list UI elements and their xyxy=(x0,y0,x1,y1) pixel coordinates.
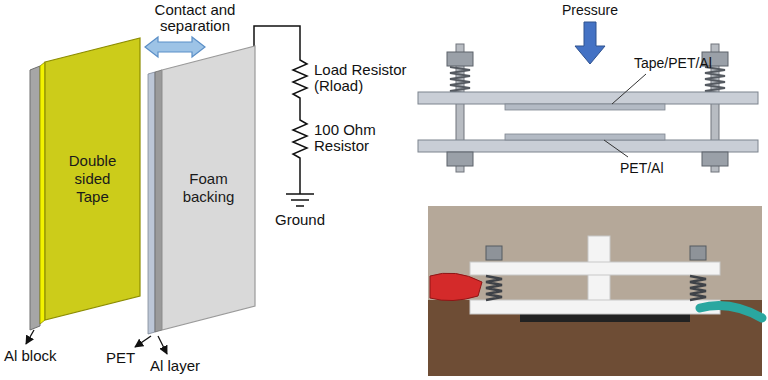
photo-top-plate xyxy=(470,262,720,275)
photo-bottom-plate xyxy=(470,300,720,314)
photo-spring xyxy=(486,276,502,300)
photo-teal-cable xyxy=(700,306,762,318)
panel-text: Foam backing xyxy=(174,170,243,206)
pet-al-strip xyxy=(505,134,665,140)
motion-double-arrow xyxy=(145,37,205,57)
ground-label: Ground xyxy=(268,212,332,228)
ground-symbol xyxy=(286,194,314,206)
tape-pet-al-strip xyxy=(505,104,665,110)
leader-line xyxy=(604,140,628,157)
layer-label: PET/Al xyxy=(620,160,704,176)
leader-arrow xyxy=(26,330,34,344)
nut xyxy=(702,152,728,166)
force-label: Pressure xyxy=(550,2,630,18)
photo-nut xyxy=(690,246,706,260)
panel-face xyxy=(162,46,255,330)
panel-label: Foam backing xyxy=(174,170,243,206)
bottom-plate xyxy=(418,140,758,152)
photo-background xyxy=(428,206,762,376)
layer-label: Tape/PET/Al xyxy=(634,55,746,71)
photo-red-clip xyxy=(430,273,482,300)
al-layer xyxy=(155,70,162,332)
resistor-label: 100 Ohm Resistor xyxy=(314,122,398,154)
motion-label: Contact and separation xyxy=(140,2,250,34)
spring xyxy=(705,67,725,94)
tape-panel: Double sided Tape xyxy=(45,38,140,320)
photo-table xyxy=(428,300,762,376)
layer-label: Al block xyxy=(4,348,80,364)
panel-text: Double sided Tape xyxy=(57,152,128,206)
layer-label: Al layer xyxy=(150,358,234,374)
pressure-arrow xyxy=(575,22,605,64)
photo-spring xyxy=(690,276,706,300)
leader-arrow xyxy=(158,336,167,354)
spring xyxy=(450,67,470,94)
top-plate xyxy=(418,92,758,104)
al-block xyxy=(30,66,40,330)
nut xyxy=(447,152,473,166)
leader-line xyxy=(612,74,646,104)
tape-edge xyxy=(40,62,45,324)
leader-arrow xyxy=(135,336,151,347)
foam-panel: Foam backing xyxy=(162,46,255,330)
photo-nut xyxy=(486,246,502,260)
resistor-label: Load Resistor (Rload) xyxy=(314,62,418,94)
circuit-wire xyxy=(254,26,307,194)
pet-layer xyxy=(148,72,155,334)
layer-label: PET xyxy=(106,350,148,366)
panel-label: Double sided Tape xyxy=(57,152,128,206)
panel-face xyxy=(45,38,140,320)
nut xyxy=(447,52,473,66)
